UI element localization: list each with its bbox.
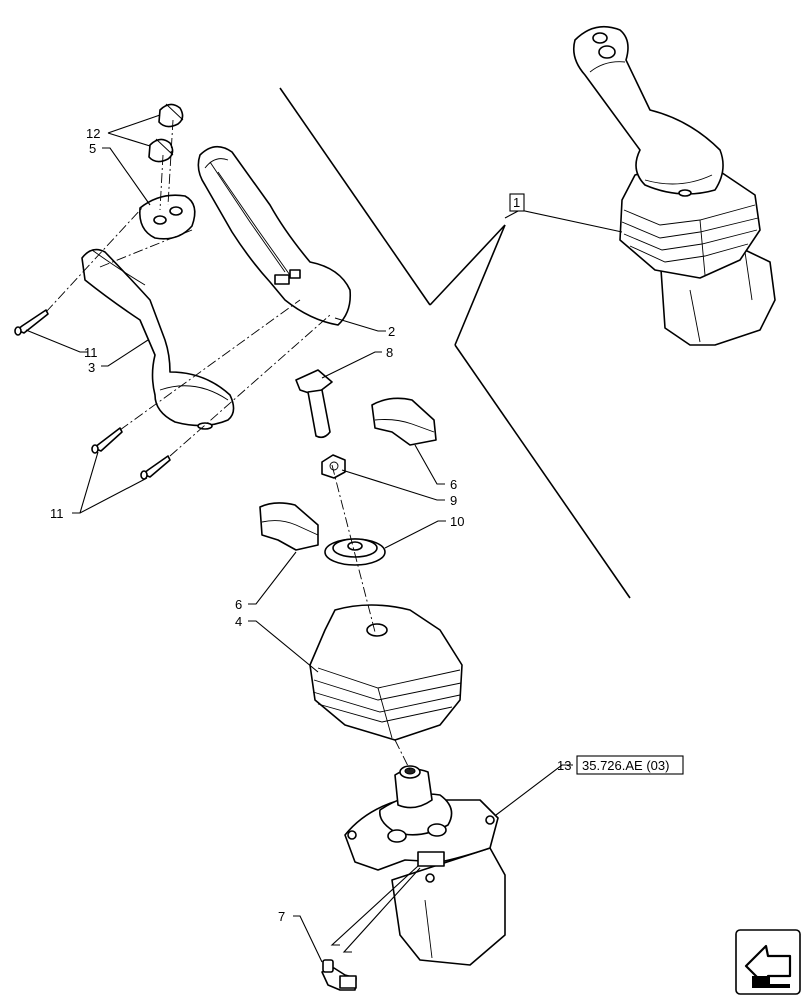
navigation-arrow-icon[interactable]: [735, 929, 801, 995]
callout-4: 4: [235, 614, 242, 629]
callout-1: 1: [513, 195, 520, 210]
callout-2: 2: [388, 324, 395, 339]
callout-3: 3: [88, 360, 95, 375]
washer-part-10: [324, 538, 386, 566]
callout-13: 13: [557, 758, 571, 773]
leader-lines: [25, 114, 623, 963]
callout-box-1: [509, 193, 525, 212]
switch-part-7: [321, 959, 357, 991]
handle-shell-part-3: [81, 248, 235, 430]
callout-labels: 1 2 3 4 5 6 6 7 8 9 10 11 11 12 13 35.72…: [50, 126, 684, 924]
screw-part-11: [14, 309, 171, 480]
nut-part-9: [321, 454, 346, 479]
cap-part-12: [148, 103, 184, 163]
bushing-part-6-upper: [371, 397, 437, 446]
reference-box: [576, 755, 684, 775]
joystick-base-part-13: [344, 765, 506, 966]
callout-6-upper: 6: [450, 477, 457, 492]
joystick-assembly-icon: [572, 25, 776, 346]
callout-11-upper: 11: [84, 345, 98, 360]
bushing-part-6-lower: [259, 502, 319, 551]
pin-part-8: [295, 369, 333, 439]
section-dividers: [279, 87, 631, 599]
callout-11-lower: 11: [50, 506, 64, 521]
reference-label: 35.726.AE (03): [582, 758, 669, 773]
callout-10: 10: [450, 514, 464, 529]
callout-6-lower: 6: [235, 597, 242, 612]
plate-part-5: [138, 194, 196, 240]
handle-half-part-2: [197, 145, 352, 326]
boot-part-4: [309, 604, 463, 741]
callout-5: 5: [89, 141, 96, 156]
callout-8: 8: [386, 345, 393, 360]
callout-9: 9: [450, 493, 457, 508]
callout-12: 12: [86, 126, 100, 141]
center-lines: [45, 119, 411, 771]
callout-7: 7: [278, 909, 285, 924]
